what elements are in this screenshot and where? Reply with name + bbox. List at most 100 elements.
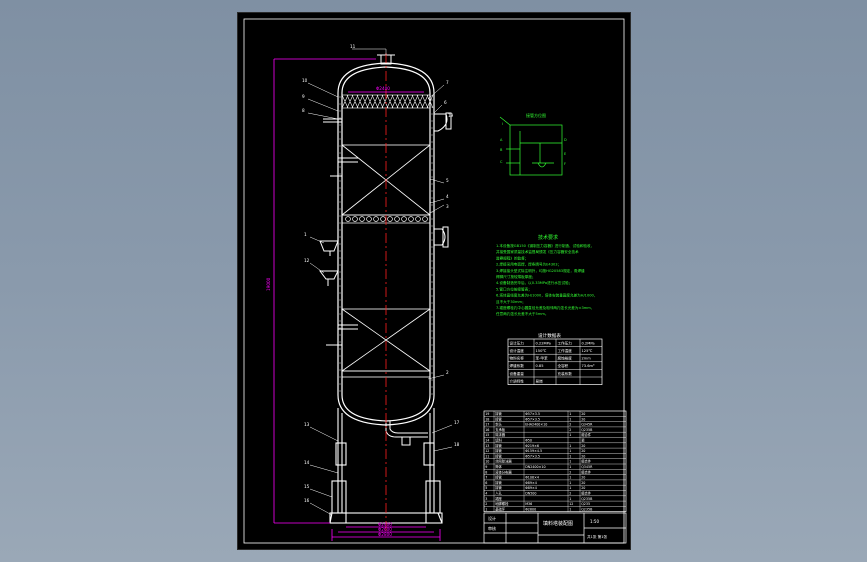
spec-table-cell: 腐蚀裕度 bbox=[558, 356, 573, 361]
parts-list-cell: 14 bbox=[485, 439, 489, 443]
parts-list-cell: 8 bbox=[485, 470, 487, 474]
parts-list-cell: 1 bbox=[569, 481, 571, 485]
title-block-sheet: 共1张 第1张 bbox=[587, 534, 607, 539]
title-block-scale: 1:50 bbox=[590, 519, 599, 524]
dimension-texts: Φ2400 19000 Φ2400 Φ2600 Φ2800 bbox=[266, 86, 392, 537]
parts-list-cell: 20 bbox=[581, 476, 585, 480]
note-line: 3.焊接接头型式除注明外，均按HG20583规定，角焊缝 bbox=[496, 268, 585, 273]
parts-list-cell: 裙座 bbox=[495, 496, 502, 501]
cad-canvas: Φ2400 19000 Φ2400 Φ2600 Φ2800 1110987654… bbox=[243, 18, 627, 544]
parts-list-cell: Φ89×4 bbox=[525, 486, 537, 490]
title-block bbox=[483, 512, 627, 544]
part-number-label: 8 bbox=[302, 108, 305, 113]
parts-list-cell: 18 bbox=[485, 417, 489, 421]
detail-title: 接管方位图 bbox=[526, 112, 546, 118]
part-number-label: 15 bbox=[304, 484, 310, 489]
leader-lines bbox=[307, 48, 453, 516]
parts-list-cell: 1 bbox=[569, 417, 571, 421]
part-number-label: 10 bbox=[302, 78, 308, 83]
parts-list-cell: 3 bbox=[485, 497, 487, 501]
parts-list-cell: 2 bbox=[569, 428, 571, 432]
title-block-name: 填料塔装配图 bbox=[543, 520, 573, 527]
part-number-label: 11 bbox=[350, 44, 356, 49]
parts-list-cell: 组合件 bbox=[581, 491, 592, 496]
dimension-lines bbox=[273, 58, 441, 541]
svg-text:Ⅰ: Ⅰ bbox=[502, 122, 503, 126]
spec-table-cell: 充装系数 bbox=[558, 371, 573, 376]
dim-base-1: Φ2400 bbox=[378, 522, 392, 527]
part-number-label: 16 bbox=[304, 498, 310, 503]
parts-list-cell: 支承板 bbox=[495, 427, 506, 432]
parts-list-cell: Φ159×4.5 bbox=[525, 449, 542, 453]
parts-list-cell: 5 bbox=[485, 486, 487, 490]
spec-table-cell: 设计压力 bbox=[510, 340, 525, 345]
parts-list-cell: 1 bbox=[569, 444, 571, 448]
parts-list-cell: 1 bbox=[569, 412, 571, 416]
left-nozzles bbox=[319, 240, 339, 286]
spec-table-cell: 工作压力 bbox=[558, 340, 573, 345]
parts-list-cell: 填料 bbox=[495, 438, 502, 443]
parts-list-frame bbox=[483, 410, 627, 513]
part-number-label: 2 bbox=[446, 370, 449, 375]
parts-list-cell: DN500 bbox=[525, 492, 536, 496]
parts-list-cell: 1 bbox=[569, 486, 571, 490]
note-line: 5.管口方位按接管表； bbox=[496, 286, 532, 291]
parts-list-cell: 2 bbox=[569, 470, 571, 474]
parts-list-cell: 接管 bbox=[495, 448, 502, 453]
note-line: 1.本设备按GB150《钢制压力容器》进行制造、试验和验收， bbox=[496, 243, 594, 248]
spec-table-cell: 2mm bbox=[582, 357, 592, 361]
parts-list-cell: 20 bbox=[581, 417, 585, 421]
spec-table-cell: 物料名称 bbox=[510, 356, 525, 361]
parts-list-cell: 10 bbox=[485, 460, 489, 464]
nozzle-orientation-detail bbox=[499, 116, 563, 176]
svg-text:D: D bbox=[564, 138, 567, 142]
parts-list-cell: Φ57×3.5 bbox=[525, 412, 540, 416]
parts-list-cell: 1 bbox=[569, 476, 571, 480]
shell-hatch bbox=[339, 96, 433, 395]
parts-list-cell: 1 bbox=[569, 449, 571, 453]
note-line: 且不大于30mm； bbox=[496, 299, 526, 304]
spec-table-cell: 全容积 bbox=[558, 363, 569, 368]
parts-list-cell: 12 bbox=[485, 449, 489, 453]
parts-list-cell: Φ89×4 bbox=[525, 481, 537, 485]
skirt-support bbox=[331, 408, 441, 514]
part-number-label: 13 bbox=[304, 422, 310, 427]
part-number-label: 6 bbox=[444, 100, 447, 105]
parts-list-cell: 20 bbox=[581, 486, 585, 490]
parts-list-cell: 瓷 bbox=[581, 438, 585, 443]
parts-list-cell: 16 bbox=[485, 428, 489, 432]
parts-list-cell: 1 bbox=[569, 433, 571, 437]
parts-list-cell: 20 bbox=[581, 449, 585, 453]
parts-list-cell: 1 bbox=[569, 507, 571, 511]
parts-list-cell: Q235B bbox=[581, 497, 593, 501]
spec-table-cell: 工作温度 bbox=[558, 348, 573, 353]
parts-list-cell: 接管 bbox=[495, 485, 502, 490]
part-number-label: 9 bbox=[302, 94, 305, 99]
spec-table-cell: 介质特性 bbox=[510, 378, 525, 383]
parts-list-cell: Q235B bbox=[581, 428, 593, 432]
dim-top-width: Φ2400 bbox=[376, 86, 390, 91]
spec-table-cell: 150℃ bbox=[536, 349, 547, 353]
parts-list-cell: Q345R bbox=[581, 423, 593, 427]
part-number-label: 18 bbox=[454, 442, 460, 447]
parts-list-cell: 地脚螺栓 bbox=[495, 501, 509, 506]
sheet-frame bbox=[243, 18, 625, 544]
parts-list-cell: 接管 bbox=[495, 411, 502, 416]
note-line: 7.裙座螺栓孔中心圆直径允差及相邻两孔弦长允差为±3mm， bbox=[496, 305, 594, 310]
parts-list-cell: 1 bbox=[569, 465, 571, 469]
parts-list-cell: 11 bbox=[485, 454, 489, 458]
parts-list-cell: 液体分布器 bbox=[495, 469, 512, 474]
parts-list-cell: 12 bbox=[569, 502, 573, 506]
title-block-drawn: 设计 bbox=[488, 515, 496, 521]
notes-body: 1.本设备按GB150《钢制压力容器》进行制造、试验和验收， 并接受国家质量技术… bbox=[496, 243, 597, 316]
parts-list-cell: Φ50 bbox=[525, 439, 532, 443]
parts-list-cell: 2 bbox=[485, 502, 487, 506]
dim-base-2: Φ2600 bbox=[378, 527, 392, 532]
demister-pad bbox=[341, 94, 434, 109]
part-number-label: 19 bbox=[448, 113, 454, 118]
right-nozzles bbox=[434, 112, 452, 248]
parts-list-cell: Q235 bbox=[581, 502, 590, 506]
